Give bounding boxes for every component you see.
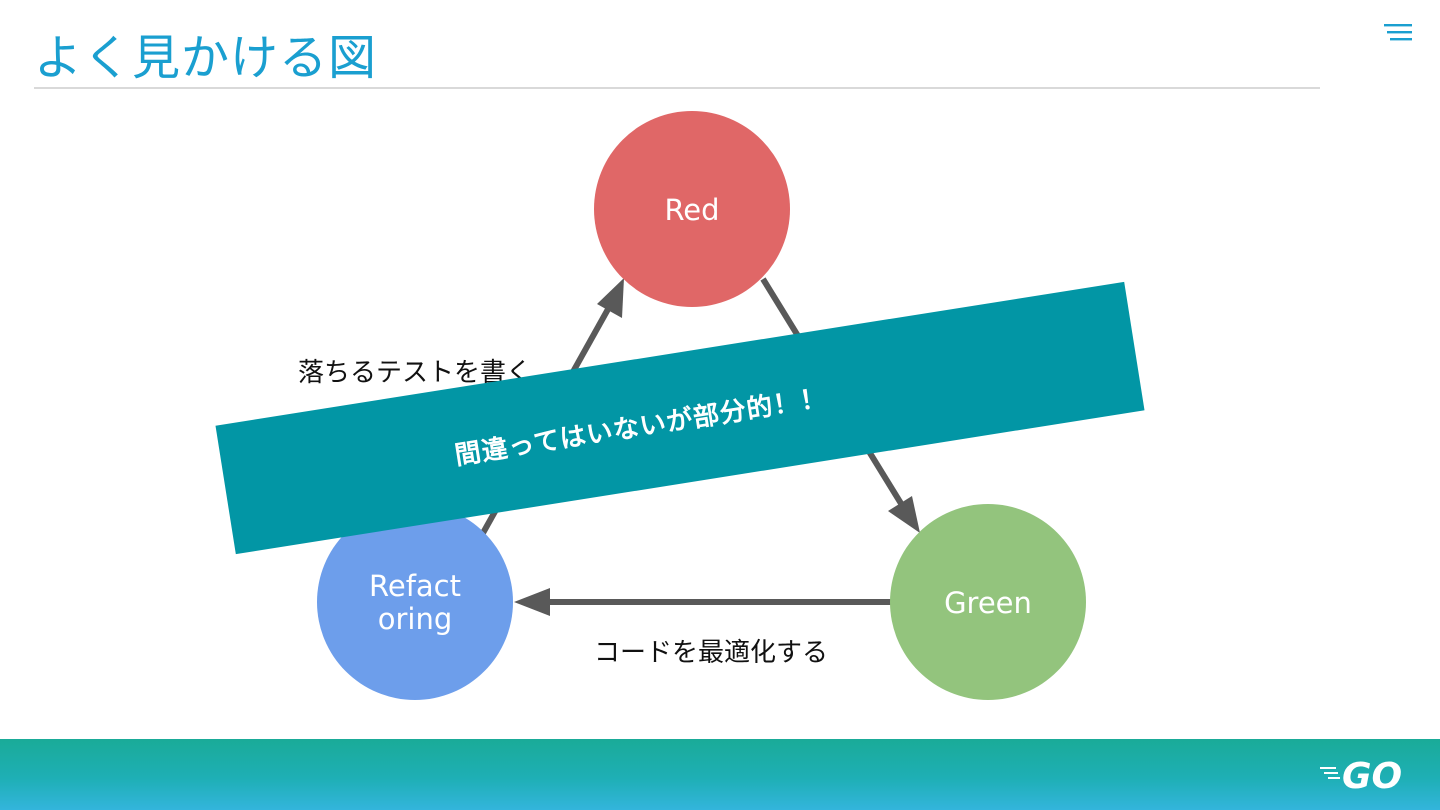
footer-bar (0, 739, 1440, 810)
node-green-label: Green (944, 586, 1032, 620)
go-logo-text: GO (1342, 756, 1402, 794)
go-logo-icon: GO (1320, 756, 1402, 794)
arrowhead-refactoring (514, 588, 550, 616)
node-refactoring-label-line1: Refact (369, 569, 461, 603)
node-green (890, 504, 1086, 700)
menu-icon[interactable] (1384, 22, 1416, 44)
node-refactoring-label-line2: oring (378, 602, 453, 636)
node-refactoring (317, 504, 513, 700)
node-red-label: Red (664, 193, 719, 227)
node-red (594, 111, 790, 307)
arrowhead-green (888, 496, 920, 533)
tdd-cycle-diagram: Red Green Refact oring 落ちるテストを書く コードを最適化… (298, 111, 1086, 700)
edge-label-optimize-code: コードを最適化する (594, 638, 828, 668)
arrowhead-red (597, 278, 624, 318)
slide-title: よく見かける図 (34, 30, 378, 86)
banner-text: 間違ってはいないが部分的！！ (452, 382, 830, 471)
title-divider (34, 87, 1320, 89)
